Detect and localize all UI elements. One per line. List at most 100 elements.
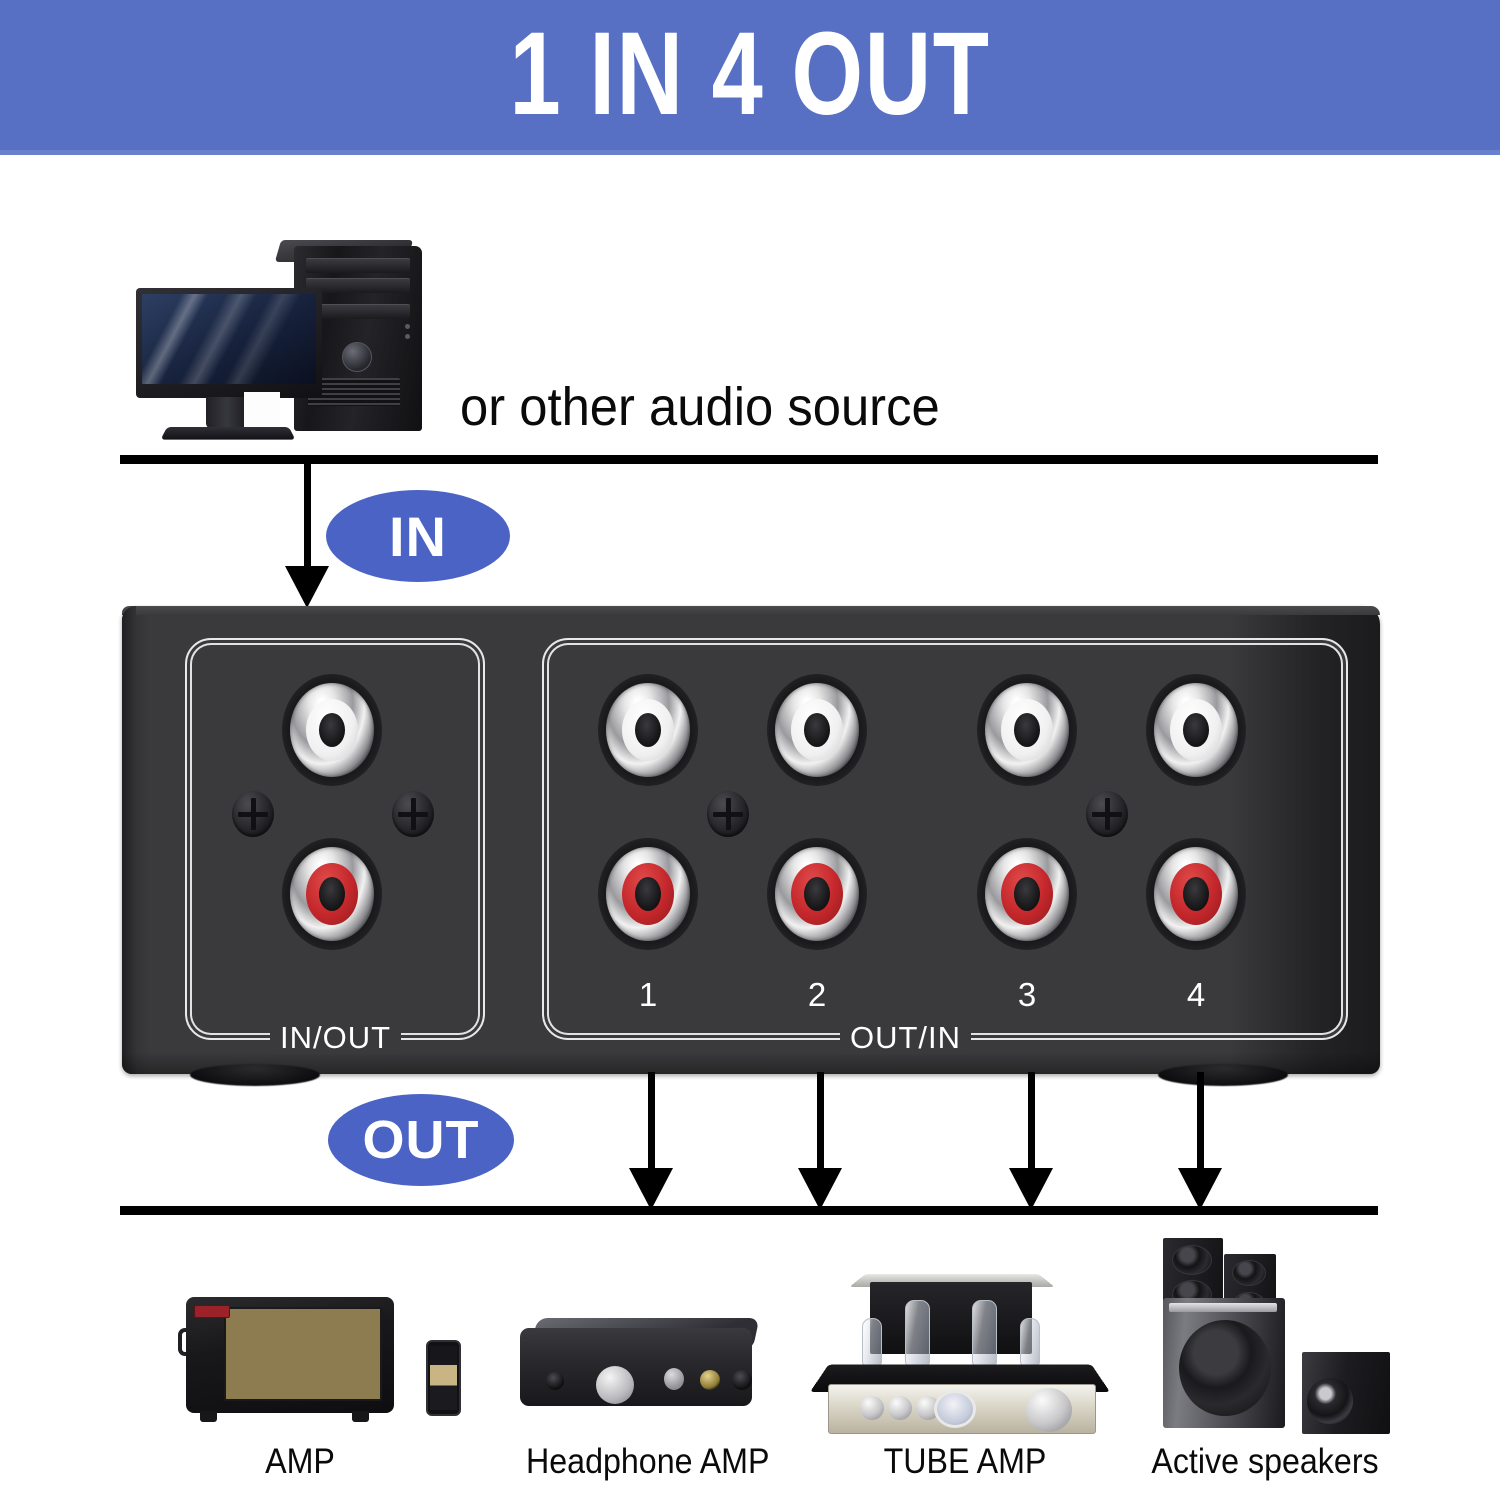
panel-screw	[1086, 791, 1128, 837]
jack-chrome-ring	[1154, 683, 1238, 777]
header-banner-underline	[0, 150, 1500, 155]
jack-center-hole	[804, 877, 830, 911]
output-jack-1-white[interactable]	[598, 674, 698, 786]
jack-color-ring-red	[791, 863, 843, 925]
jack-color-ring-red	[622, 863, 674, 925]
out-arrow-head-1	[629, 1168, 673, 1210]
panel-screw	[392, 791, 434, 837]
vacuum-tube-icon	[1020, 1318, 1040, 1366]
out-arrow-head-4	[1178, 1168, 1222, 1210]
speaker-tweeter-icon	[1232, 1260, 1266, 1286]
output-panel-label: OUT/IN	[840, 1022, 972, 1054]
jack-color-ring-red	[1170, 863, 1222, 925]
headphone-amp-output-jack[interactable]	[732, 1370, 752, 1390]
destination-label-active-speakers: Active speakers	[1151, 1442, 1379, 1481]
jack-chrome-ring	[985, 847, 1069, 941]
panel-screw	[232, 791, 274, 837]
output-port-number-2: 2	[807, 976, 827, 1013]
jack-color-ring-red	[306, 863, 358, 925]
input-jack-white[interactable]	[282, 674, 382, 786]
jack-chrome-ring	[1154, 847, 1238, 941]
vacuum-tube-icon	[905, 1300, 930, 1366]
output-jack-3-red[interactable]	[977, 838, 1077, 950]
jack-chrome-ring	[290, 683, 374, 777]
jack-center-hole	[319, 713, 345, 747]
out-arrow-shaft-2	[817, 1072, 824, 1180]
rca-audio-switch-box[interactable]: IN/OUT OUT/IN 1	[122, 606, 1380, 1074]
in-arrow-shaft	[304, 462, 311, 570]
headphone-amp-power-button[interactable]	[664, 1368, 684, 1390]
in-badge: IN	[326, 490, 510, 582]
out-arrow-head-3	[1009, 1168, 1053, 1210]
jack-chrome-ring	[606, 683, 690, 777]
amp-speaker-grille	[224, 1307, 382, 1401]
destination-label-headphone-amp: Headphone AMP	[526, 1442, 770, 1481]
output-jack-1-red[interactable]	[598, 838, 698, 950]
pc-monitor-stand-base	[160, 427, 296, 440]
tube-amp-volume-knob[interactable]	[1026, 1388, 1072, 1432]
smartphone-screen	[430, 1346, 457, 1410]
pc-drive-bay	[306, 258, 410, 273]
active-speakers-icon	[1163, 1298, 1285, 1428]
pc-monitor-screen	[142, 294, 316, 384]
amp-brand-badge-icon	[194, 1305, 230, 1318]
output-jack-3-white[interactable]	[977, 674, 1077, 786]
jack-chrome-ring	[775, 683, 859, 777]
out-arrow-head-2	[798, 1168, 842, 1210]
amp-foot	[200, 1411, 217, 1422]
source-caption: or other audio source	[460, 377, 940, 437]
pc-brand-logo-icon	[342, 342, 372, 372]
output-port-number-4: 4	[1186, 976, 1206, 1013]
headphone-amp-headphone-jack[interactable]	[700, 1370, 720, 1390]
pc-monitor-stand-neck	[206, 397, 248, 429]
jack-center-hole	[1183, 877, 1209, 911]
output-jack-2-red[interactable]	[767, 838, 867, 950]
pc-drive-bay	[306, 304, 410, 319]
tube-amp-vu-meter	[934, 1390, 976, 1428]
guitar-amp-icon	[186, 1297, 394, 1413]
tube-amp-knob[interactable]	[860, 1396, 884, 1420]
jack-center-hole	[635, 877, 661, 911]
subwoofer-driver-icon	[1179, 1320, 1271, 1416]
headphone-amp-icon	[520, 1328, 752, 1406]
panel-screw	[707, 791, 749, 837]
output-jack-2-white[interactable]	[767, 674, 867, 786]
smartphone-icon	[426, 1340, 461, 1416]
out-badge: OUT	[328, 1094, 514, 1186]
headphone-amp-rear-port	[546, 1372, 564, 1390]
output-port-number-3: 3	[1017, 976, 1037, 1013]
headphone-amp-volume-knob[interactable]	[596, 1366, 634, 1404]
page-title: 1 IN 4 OUT	[509, 8, 991, 140]
output-jack-4-white[interactable]	[1146, 674, 1246, 786]
jack-chrome-ring	[985, 683, 1069, 777]
out-arrow-shaft-3	[1028, 1072, 1035, 1180]
pc-activity-led	[405, 334, 410, 339]
jack-center-hole	[1014, 713, 1040, 747]
device-bottom-shadow	[122, 1052, 1380, 1074]
source-divider-line	[120, 455, 1378, 464]
desktop-computer-icon	[128, 230, 448, 445]
jack-color-ring-white	[1170, 699, 1222, 761]
jack-color-ring-white	[622, 699, 674, 761]
pc-power-led	[405, 324, 410, 329]
jack-chrome-ring	[775, 847, 859, 941]
jack-color-ring-red	[1001, 863, 1053, 925]
device-rubber-foot	[1158, 1064, 1288, 1086]
speaker-tweeter-icon	[1172, 1245, 1212, 1275]
header-banner	[0, 0, 1500, 150]
jack-center-hole	[319, 877, 345, 911]
satellite-speaker-driver-icon	[1307, 1378, 1353, 1424]
pc-front-vent	[308, 378, 400, 406]
device-rubber-foot	[190, 1064, 320, 1086]
device-left-edge	[122, 606, 136, 1074]
output-jack-4-red[interactable]	[1146, 838, 1246, 950]
tube-amp-knob[interactable]	[888, 1396, 912, 1420]
jack-center-hole	[804, 713, 830, 747]
destination-label-amp: AMP	[265, 1442, 335, 1481]
pc-drive-bay	[306, 278, 410, 293]
device-top-bevel	[122, 606, 1380, 615]
in-arrow-head	[285, 566, 329, 608]
input-jack-red[interactable]	[282, 838, 382, 950]
input-panel-label: IN/OUT	[270, 1022, 402, 1054]
destination-divider-line	[120, 1206, 1378, 1215]
